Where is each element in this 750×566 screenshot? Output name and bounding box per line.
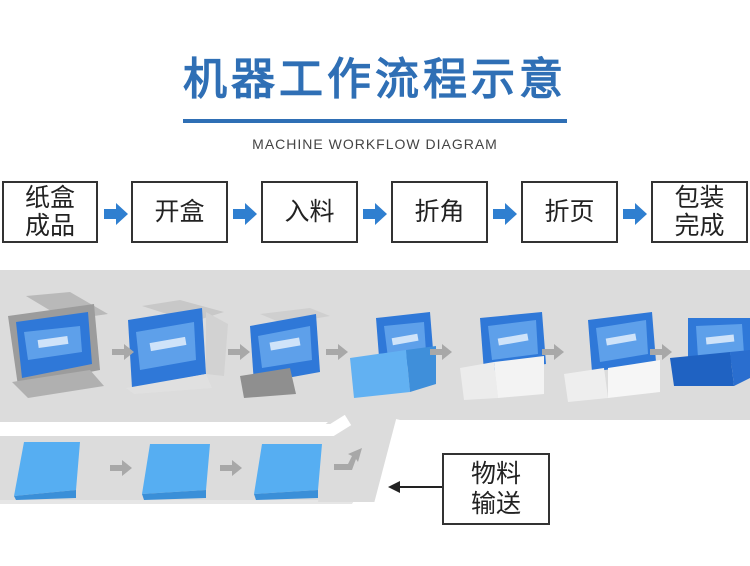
gray-up-right-arrow-icon xyxy=(334,448,362,470)
gray-right-arrow-icon xyxy=(110,460,132,476)
right-arrow-icon xyxy=(363,203,387,225)
title-underline xyxy=(183,119,567,123)
gray-right-arrow-icon xyxy=(112,344,134,360)
gray-right-arrow-icon xyxy=(650,344,672,360)
step-box-5: 折页 xyxy=(521,181,618,243)
material-block xyxy=(142,444,210,500)
carton-corner-folding xyxy=(350,312,436,398)
carton-loaded xyxy=(240,308,330,398)
carton-opening xyxy=(126,300,228,394)
carton-flap-folding xyxy=(460,312,546,400)
step-box-4: 折角 xyxy=(391,181,488,243)
diagram-title: 机器工作流程示意 xyxy=(183,54,567,105)
right-arrow-icon xyxy=(233,203,257,225)
step-box-6: 包装完成 xyxy=(651,181,748,243)
material-feed-callout: 物料 输送 xyxy=(442,453,550,525)
gray-right-arrow-icon xyxy=(220,460,242,476)
carton-flat-blank xyxy=(8,292,108,398)
step-6-line-1: 包装 xyxy=(674,183,725,212)
gray-right-arrow-icon xyxy=(430,344,452,360)
step-5-label: 折页 xyxy=(544,197,595,226)
right-arrow-icon xyxy=(493,203,517,225)
material-feed-line-1: 物料 xyxy=(470,459,521,488)
right-arrow-icon xyxy=(623,203,647,225)
step-box-2: 开盒 xyxy=(131,181,228,243)
step-6-line-2: 完成 xyxy=(674,211,725,240)
material-block xyxy=(254,444,322,500)
material-feed-line-2: 输送 xyxy=(470,489,521,518)
step-1-line-1: 纸盒 xyxy=(24,183,75,212)
gray-right-arrow-icon xyxy=(228,344,250,360)
step-2-label: 开盒 xyxy=(154,197,205,226)
material-block xyxy=(14,442,80,500)
carton-packed-complete xyxy=(670,318,750,386)
step-box-3: 入料 xyxy=(261,181,358,243)
step-box-1: 纸盒成品 xyxy=(2,181,98,243)
step-3-label: 入料 xyxy=(284,197,335,226)
gray-right-arrow-icon xyxy=(542,344,564,360)
step-4-label: 折角 xyxy=(414,197,465,226)
gray-right-arrow-icon xyxy=(326,344,348,360)
left-arrow-icon xyxy=(388,481,444,493)
right-arrow-icon xyxy=(104,203,128,225)
diagram-subtitle: MACHINE WORKFLOW DIAGRAM xyxy=(252,136,498,152)
carton-page-folding xyxy=(564,312,660,402)
step-1-line-2: 成品 xyxy=(24,211,75,240)
